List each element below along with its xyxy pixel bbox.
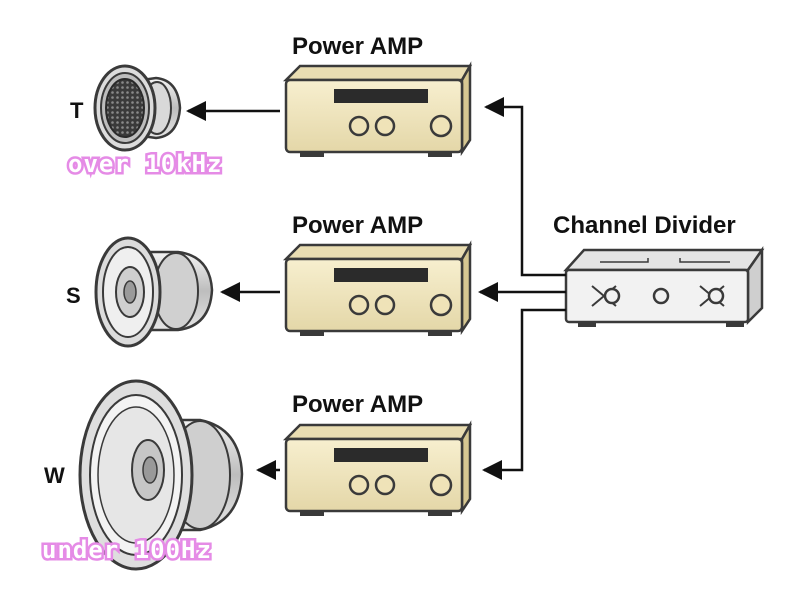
divider-label: Channel Divider — [553, 212, 736, 239]
power-amp-top — [282, 61, 473, 157]
tweeter-range: over 10kHz — [68, 150, 223, 178]
power-amp-bottom — [282, 420, 473, 516]
channel-divider — [563, 246, 765, 327]
woofer-speaker — [78, 379, 244, 571]
feed-top — [484, 97, 566, 277]
woofer-range: under 100Hz — [42, 536, 212, 564]
squawker-speaker — [94, 236, 214, 348]
feed-bottom — [482, 308, 566, 480]
amp-label-bottom: Power AMP — [292, 391, 423, 418]
amp-label-top: Power AMP — [292, 33, 423, 60]
squawker-letter: S — [66, 283, 81, 308]
tweeter-letter: T — [70, 98, 84, 123]
amp-label-middle: Power AMP — [292, 212, 423, 239]
amp-to-speaker-connections — [186, 101, 280, 480]
divider-to-amp-connections — [478, 97, 566, 480]
tweeter-speaker — [93, 64, 182, 152]
woofer-letter: W — [44, 463, 65, 488]
power-amp-middle — [282, 240, 473, 336]
